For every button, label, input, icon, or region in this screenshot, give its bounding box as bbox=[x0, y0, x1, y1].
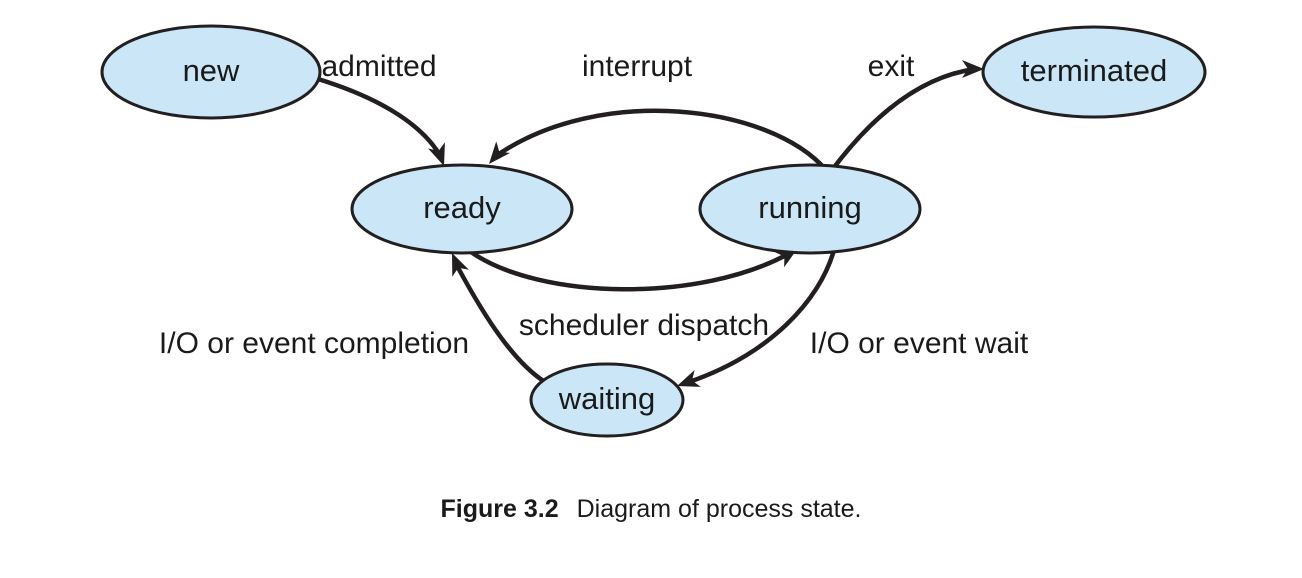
state-ellipse-new[interactable] bbox=[100, 24, 322, 120]
state-label-terminated: terminated bbox=[1021, 53, 1167, 88]
state-ellipse-terminated[interactable] bbox=[981, 25, 1207, 119]
edge-io-or-event-completion bbox=[452, 253, 548, 385]
node-layer: new terminated ready running waiting bbox=[100, 24, 1207, 438]
edge-label-io-or-event-completion: I/O or event completion bbox=[159, 327, 469, 360]
edge-path-interrupt bbox=[493, 108, 829, 173]
edge-label-layer: admitted interrupt exit scheduler dispatchI… bbox=[159, 50, 1029, 360]
figure-caption: Figure 3.2 Diagram of process state. bbox=[0, 495, 1302, 524]
edge-interrupt bbox=[489, 108, 829, 173]
edge-path-exit bbox=[829, 66, 978, 173]
state-node-waiting[interactable]: waiting bbox=[529, 362, 685, 438]
state-node-running[interactable]: running bbox=[698, 163, 922, 255]
state-ellipse-running[interactable] bbox=[698, 163, 922, 255]
edge-exit bbox=[829, 60, 984, 173]
arrowhead-io-or-event-wait bbox=[677, 370, 701, 387]
figure-caption-number: Figure 3.2 bbox=[440, 495, 559, 523]
figure-caption-text: Diagram of process state. bbox=[576, 495, 862, 523]
process-state-diagram: new terminated ready running waiting admitte… bbox=[100, 24, 1207, 438]
state-label-ready: ready bbox=[423, 190, 501, 225]
edge-label-scheduler-dispatch: scheduler dispatch bbox=[519, 309, 769, 342]
state-node-new[interactable]: new bbox=[100, 24, 322, 120]
edge-path-io-or-event-completion bbox=[452, 259, 548, 385]
state-ellipse-waiting[interactable] bbox=[529, 362, 685, 438]
edge-admitted bbox=[315, 76, 445, 166]
state-label-waiting: waiting bbox=[558, 381, 656, 416]
edge-layer bbox=[315, 60, 984, 387]
edge-label-exit: exit bbox=[868, 50, 915, 83]
edge-path-admitted bbox=[315, 76, 444, 160]
arrowhead-interrupt bbox=[489, 141, 511, 164]
state-label-running: running bbox=[758, 190, 861, 225]
state-label-new: new bbox=[183, 53, 240, 88]
state-ellipse-ready[interactable] bbox=[350, 163, 574, 255]
state-node-ready[interactable]: ready bbox=[350, 163, 574, 255]
arrowhead-admitted bbox=[428, 142, 445, 166]
edge-label-io-or-event-wait: I/O or event wait bbox=[810, 327, 1029, 360]
state-node-terminated[interactable]: terminated bbox=[981, 25, 1207, 119]
arrowhead-io-or-event-completion bbox=[452, 253, 469, 277]
edge-path-scheduler-dispatch bbox=[468, 249, 793, 292]
edge-label-admitted: admitted bbox=[321, 50, 436, 83]
arrowhead-exit bbox=[962, 60, 984, 78]
edge-io-or-event-wait bbox=[677, 247, 837, 387]
edge-label-interrupt: interrupt bbox=[582, 50, 693, 83]
edge-path-io-or-event-wait bbox=[683, 247, 837, 386]
